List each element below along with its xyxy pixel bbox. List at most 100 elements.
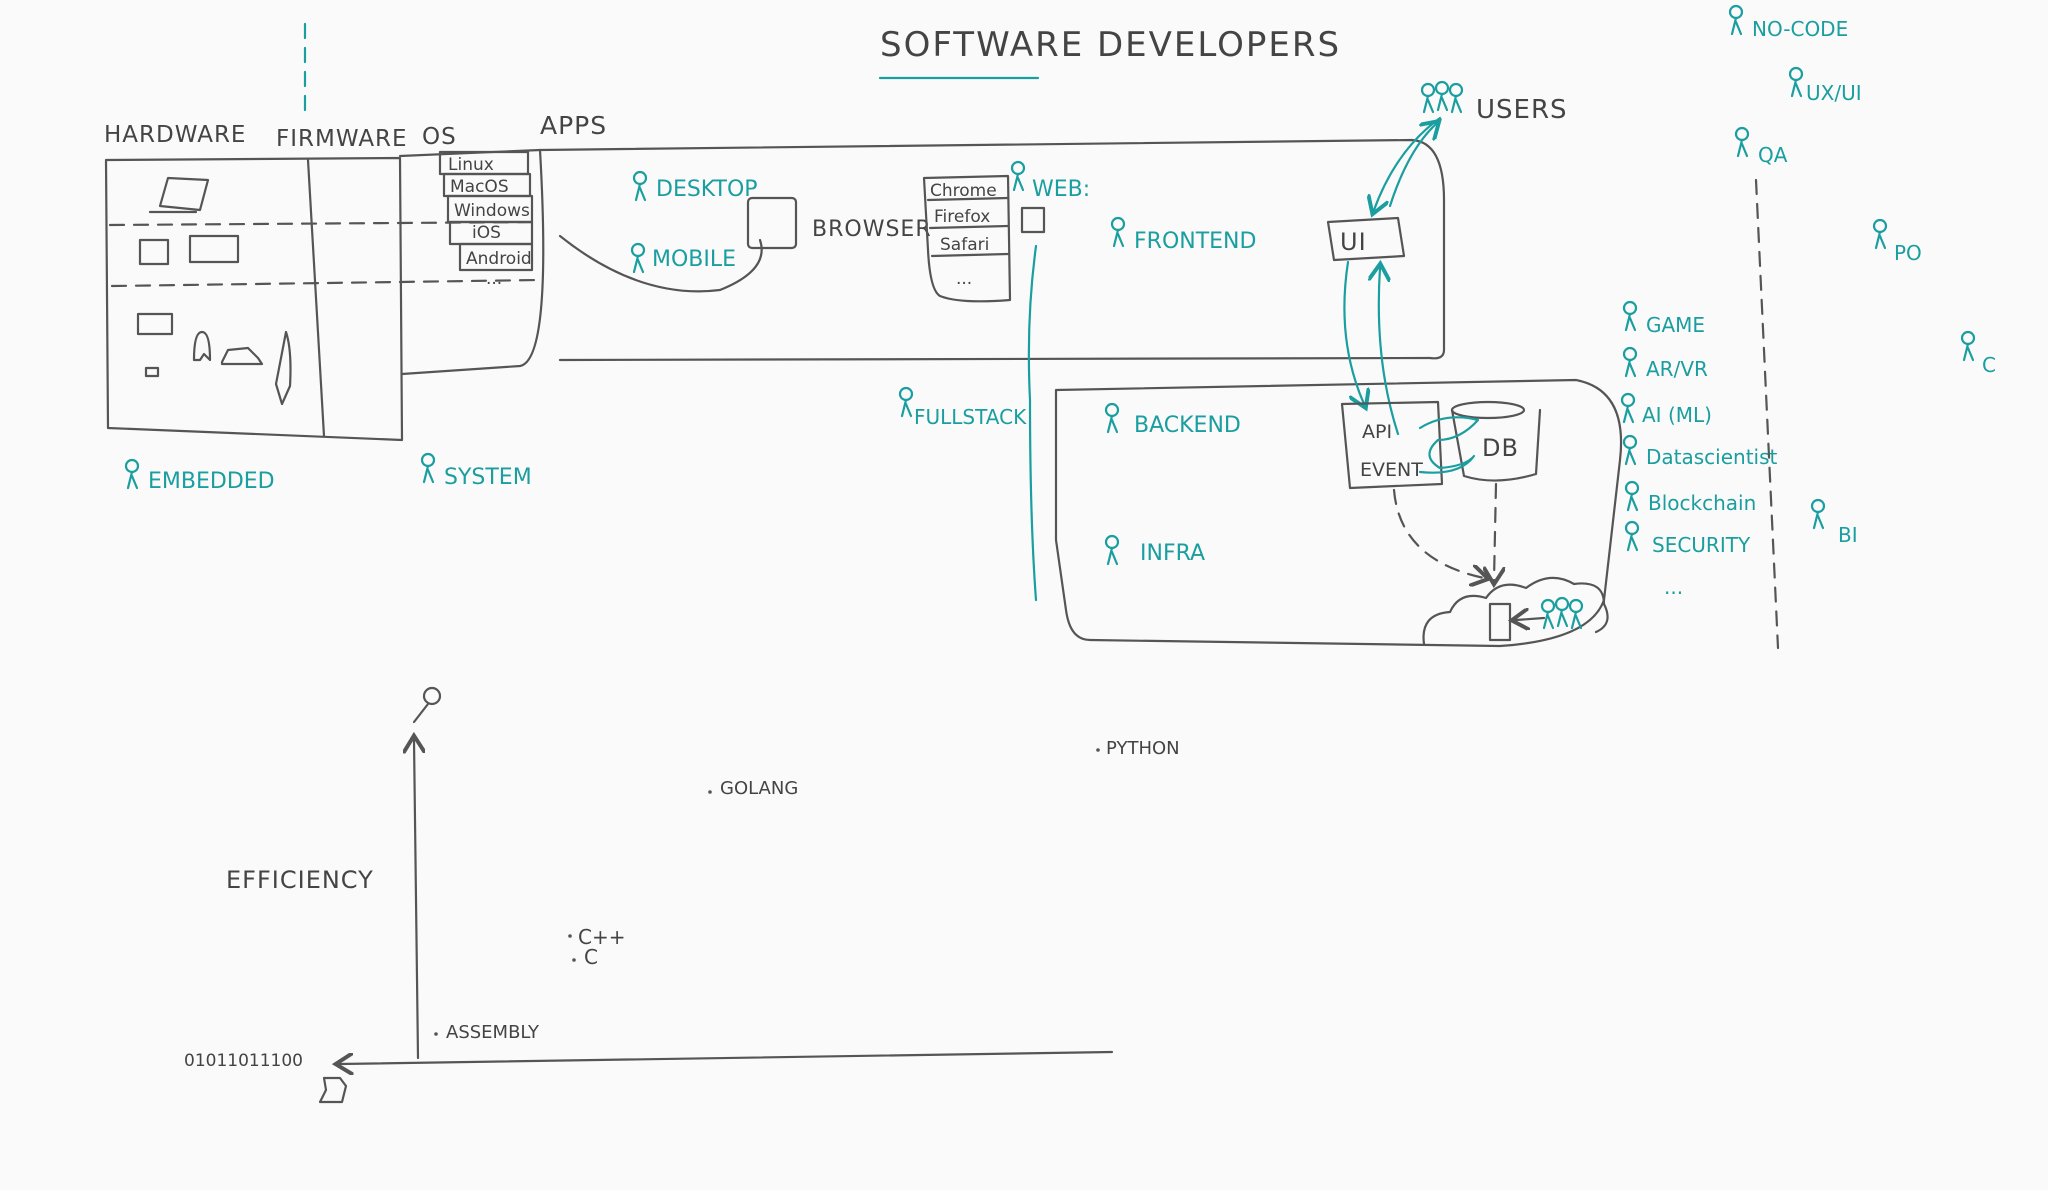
svg-text:NO-CODE: NO-CODE — [1752, 17, 1848, 41]
chip-icon — [138, 238, 170, 266]
role-bi: BI — [1810, 498, 1858, 547]
role-system: SYSTEM — [420, 452, 532, 490]
role-ai-ml: AI (ML) — [1620, 392, 1712, 427]
car-icon — [220, 346, 264, 366]
svg-text:INFRA: INFRA — [1140, 541, 1205, 566]
browser-list: Chrome Firefox Safari ... — [922, 174, 1046, 303]
api-infra-dashed-arrow — [1392, 488, 1484, 578]
layer-hardware-label: HARDWARE — [104, 122, 246, 148]
os-macos: MacOS — [450, 177, 509, 197]
role-c: C — [1960, 330, 1996, 377]
role-game: GAME — [1622, 300, 1705, 337]
small-chip-icon — [144, 366, 160, 378]
browser-safari: Safari — [940, 235, 989, 255]
dot-python — [1096, 748, 1100, 752]
svg-text:C: C — [1982, 353, 1996, 377]
role-backend: BACKEND — [1104, 402, 1241, 438]
svg-text:SYSTEM: SYSTEM — [444, 465, 532, 490]
x-axis — [340, 1050, 1114, 1064]
role-fullstack: FULLSTACK — [898, 386, 1027, 429]
os-windows: Windows — [454, 201, 530, 221]
svg-text:Datascientist: Datascientist — [1646, 445, 1778, 469]
role-no-code: NO-CODE — [1728, 4, 1848, 41]
db-infra-dashed-arrow — [1494, 482, 1496, 580]
infra-team-icon — [1540, 596, 1584, 630]
x-axis-label: 01011011100 — [184, 1051, 303, 1071]
role-po: PO — [1872, 218, 1922, 265]
os-more: ... — [486, 269, 502, 289]
svg-text:Blockchain: Blockchain — [1648, 491, 1756, 515]
svg-text:EMBEDDED: EMBEDDED — [148, 469, 275, 494]
svg-text:PO: PO — [1894, 241, 1922, 265]
svg-text:DESKTOP: DESKTOP — [656, 177, 758, 202]
db-label: DB — [1482, 434, 1519, 462]
browser-label: BROWSER — [812, 217, 932, 242]
svg-text:FULLSTACK: FULLSTACK — [914, 405, 1027, 429]
role-security: SECURITY — [1624, 520, 1751, 557]
role-infra: INFRA — [1104, 534, 1205, 566]
dot-c — [572, 958, 576, 962]
role-desktop: DESKTOP — [632, 170, 758, 202]
api-db-loop — [1418, 416, 1480, 474]
server-arrow — [1516, 618, 1546, 620]
svg-text:UX/UI: UX/UI — [1806, 81, 1862, 105]
browser-chrome: Chrome — [930, 181, 997, 201]
rocket-icon — [274, 330, 292, 406]
api-label: API — [1362, 421, 1392, 443]
role-web: WEB: — [1010, 160, 1090, 202]
role-qa: QA — [1734, 126, 1788, 167]
os-box: Linux MacOS Windows iOS Android ... — [398, 148, 545, 376]
far-right-roles: NO-CODE UX/UI QA PO C BI — [1728, 4, 1996, 547]
web-window-icon — [1020, 206, 1046, 234]
card-icon — [188, 234, 240, 264]
page-title: SOFTWARE DEVELOPERS — [880, 25, 1341, 65]
point-c: C — [584, 945, 598, 969]
robot-icon — [192, 330, 212, 362]
role-ar-vr: AR/VR — [1622, 346, 1708, 381]
role-embedded: EMBEDDED — [124, 458, 275, 494]
right-role-list: GAME AR/VR AI (ML) Datascientist Blockch… — [1620, 300, 1778, 599]
ui-box — [1326, 216, 1406, 262]
svg-text:BACKEND: BACKEND — [1134, 413, 1241, 438]
svg-text:FRONTEND: FRONTEND — [1134, 229, 1256, 254]
machine-icon — [318, 1076, 348, 1104]
infra-cloud — [1422, 576, 1609, 646]
desktop-mobile-loop — [558, 234, 763, 293]
efficiency-chart: EFFICIENCY 01011011100 PYTHON GOLANG C++… — [184, 686, 1180, 1104]
layer-os-label: OS — [422, 124, 457, 150]
dot-golang — [708, 790, 712, 794]
point-golang: GOLANG — [720, 778, 798, 799]
point-python: PYTHON — [1106, 738, 1180, 759]
role-more: ... — [1664, 575, 1683, 599]
browser-window-icon — [746, 196, 798, 250]
layer-apps-label: APPS — [540, 111, 607, 140]
event-label: EVENT — [1360, 459, 1423, 481]
svg-text:GAME: GAME — [1646, 313, 1705, 337]
svg-text:BI: BI — [1838, 523, 1858, 547]
point-cpp: C++ — [578, 925, 625, 949]
right-dashed-divider — [1754, 178, 1780, 650]
y-axis — [414, 740, 418, 1060]
os-linux: Linux — [448, 155, 494, 175]
ui-label: UI — [1340, 228, 1367, 256]
backend-container — [1054, 378, 1623, 648]
role-blockchain: Blockchain — [1624, 480, 1756, 515]
os-ios: iOS — [472, 223, 501, 243]
point-assembly: ASSEMBLY — [446, 1022, 540, 1043]
browser-firefox: Firefox — [934, 207, 990, 227]
users-label: USERS — [1476, 95, 1568, 125]
svg-text:QA: QA — [1758, 143, 1788, 167]
frontend-container — [538, 138, 1446, 362]
device-icon — [136, 312, 174, 336]
role-ux-ui: UX/UI — [1788, 66, 1862, 105]
svg-text:AR/VR: AR/VR — [1646, 357, 1708, 381]
users-ui-arrow-up — [1388, 124, 1436, 208]
role-mobile: MOBILE — [630, 242, 736, 274]
dot-assembly — [434, 1032, 438, 1036]
role-frontend: FRONTEND — [1110, 216, 1256, 254]
users-icon — [1420, 80, 1464, 114]
y-axis-label: EFFICIENCY — [226, 866, 374, 894]
os-android: Android — [466, 249, 532, 269]
fullstack-bracket — [1027, 244, 1038, 602]
